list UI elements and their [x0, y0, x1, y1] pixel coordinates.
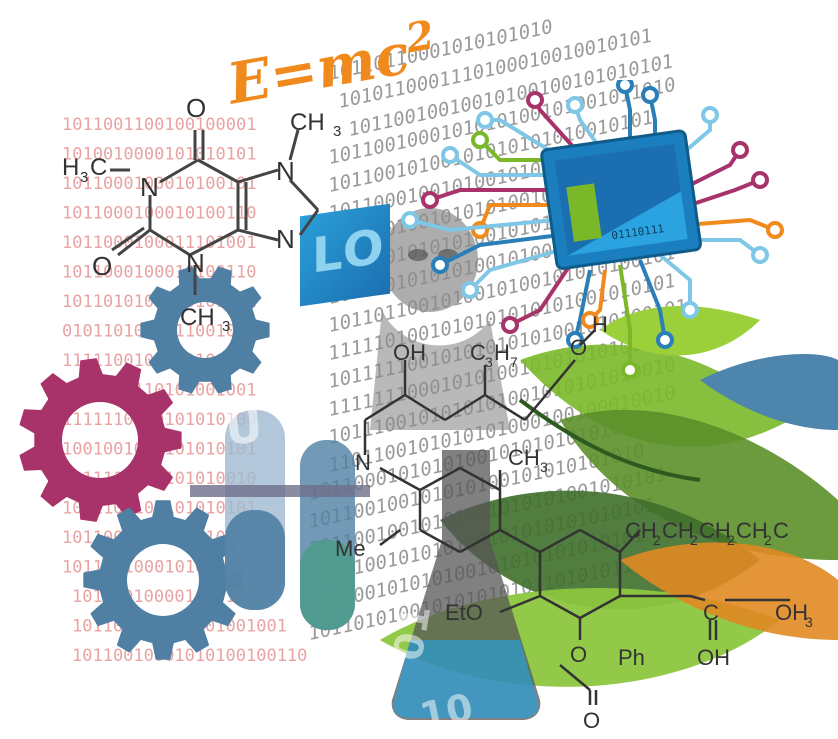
mol-o-h-o: O [570, 335, 587, 360]
circuit-trace [429, 188, 555, 202]
binary-row: 1011001100100100001 [62, 115, 256, 135]
caffeine-n4: N [186, 248, 205, 278]
microchip-icon: 01110111 [401, 80, 784, 379]
mol-oh-top: OH [393, 340, 426, 365]
circuit-node [421, 191, 439, 209]
caffeine-c-letter: C [90, 154, 107, 181]
mol-chain-ch-4: CH [736, 518, 768, 543]
circuit-node [566, 331, 584, 349]
mol-oh3-sub: 3 [805, 614, 813, 630]
binary-row: 1011000100010100101 [62, 174, 256, 194]
caffeine-n3: N [276, 224, 295, 254]
mol-chain-ch-3: CH [699, 518, 731, 543]
mol-c3h7-sub7: 7 [510, 354, 518, 370]
circuit-node [641, 86, 659, 104]
gear-icon [83, 500, 243, 660]
circuit-trace [509, 263, 572, 327]
caffeine-sub3: 3 [333, 123, 341, 140]
mol-o-ester: O [570, 642, 587, 667]
circuit-node [566, 96, 584, 114]
mol-c3h7-sub3: 3 [485, 354, 493, 370]
mol-ch3-sub: 3 [540, 459, 548, 475]
circuit-node [766, 221, 784, 239]
circuit-node [441, 146, 459, 164]
mol-ph: Ph [618, 645, 645, 670]
circuit-node [751, 246, 769, 264]
mol-eto: EtO [445, 600, 483, 625]
circuit-trace [439, 233, 561, 267]
caffeine-o-top: O [186, 93, 206, 123]
circuit-node [471, 131, 489, 149]
circuit-node [731, 141, 749, 159]
mol-c3h7-h: H [494, 340, 510, 365]
circuit-node [751, 171, 769, 189]
test-tube-icon [225, 410, 285, 610]
circuit-node [581, 311, 599, 329]
caffeine-n2: N [276, 156, 295, 186]
circuit-node [526, 91, 544, 109]
binary-row: 1011000100010100110 [62, 263, 256, 283]
circuit-node [431, 256, 449, 274]
circuit-trace [658, 253, 692, 310]
binary-row: 1011000100010100110 [62, 204, 256, 224]
caffeine-h3c: H [62, 154, 79, 181]
circuit-node [701, 106, 719, 124]
mol-chain-sub-3: 2 [727, 532, 735, 548]
caffeine-o-bottom: O [92, 251, 112, 281]
mol-chain-c: C [773, 518, 789, 543]
gear-shape [19, 358, 182, 522]
mol-c: C [703, 600, 719, 625]
mol-chain-sub-4: 2 [764, 532, 772, 548]
binary-row: 1010010000101010101 [62, 145, 256, 165]
circuit-traces [401, 80, 784, 379]
mol-oh3: OH [775, 600, 808, 625]
caffeine-sub3c: 3 [80, 169, 88, 186]
circuit-trace [478, 138, 550, 162]
circuit-node [476, 111, 494, 129]
tube-u-text: U [223, 398, 265, 455]
mol-c3h7-c: C [470, 340, 486, 365]
circuit-node [616, 80, 634, 94]
circuit-node [656, 331, 674, 349]
caffeine-ch3-top: CH [290, 109, 325, 136]
caffeine-n1: N [140, 172, 159, 202]
mol-h: H [592, 312, 608, 337]
caffeine-sub3b: 3 [222, 318, 230, 335]
mol-chain-sub-2: 2 [690, 532, 698, 548]
circuit-trace [448, 153, 550, 177]
mol-oh-bottom: OH [697, 645, 730, 670]
mol-chain-ch-1: CH [625, 518, 657, 543]
circuit-trace [409, 218, 556, 233]
test-tubes [190, 410, 370, 630]
circuit-node [621, 361, 639, 379]
gear-shape [140, 266, 270, 394]
mol-chain-ch-2: CH [662, 518, 694, 543]
circuit-trace [638, 259, 667, 341]
gear-icon [19, 358, 182, 522]
mol-chain-sub-1: 2 [653, 532, 661, 548]
circuit-node [501, 316, 519, 334]
flask-digits-1-label: 01 [385, 601, 441, 665]
flask-icon [391, 450, 541, 720]
circuit-trace [468, 248, 561, 292]
mol-n: N [355, 450, 371, 475]
mol-me: Me [335, 536, 366, 561]
binary-row: 1011000100011101001 [62, 233, 256, 253]
circuit-node [681, 301, 699, 319]
gear-icon [140, 266, 270, 394]
mol-ch3: CH [508, 445, 540, 470]
circuit-node [461, 281, 479, 299]
mol-o-carbonyl: O [583, 708, 600, 732]
circuit-node [401, 211, 419, 229]
circuit-trace [618, 264, 632, 370]
caffeine-ch3-bottom: CH [180, 304, 215, 331]
gear-shape [83, 500, 243, 660]
tube-u-label: U [222, 398, 265, 456]
flask-digits-1: 01 [385, 602, 440, 665]
